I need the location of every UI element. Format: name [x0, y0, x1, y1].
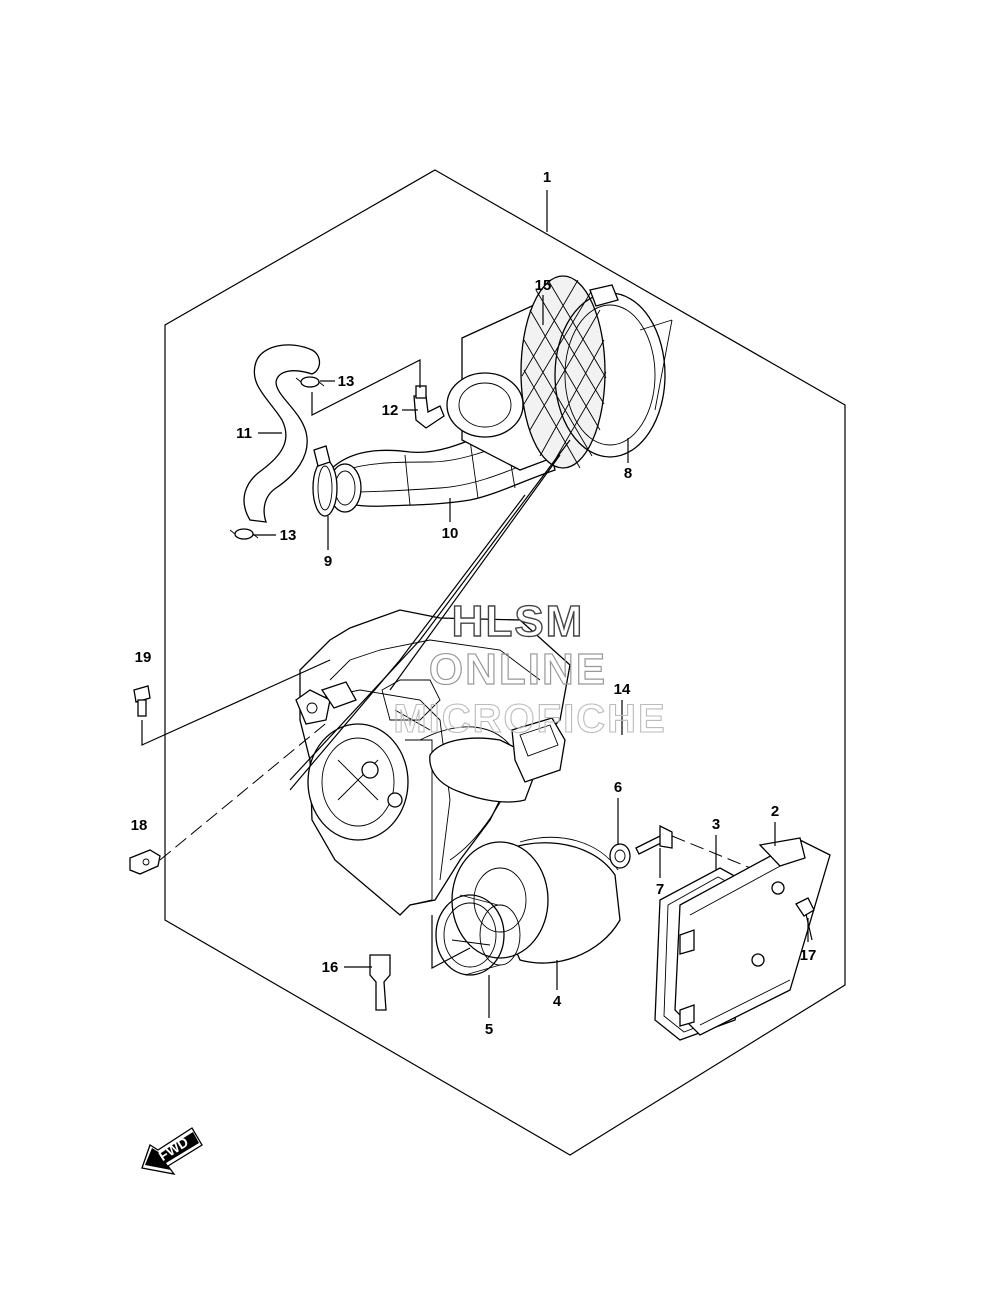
callout-7: 7	[656, 881, 664, 898]
callout-9: 9	[324, 553, 332, 570]
callout-13-lower: 13	[280, 527, 297, 544]
callout-2: 2	[771, 803, 779, 820]
callout-16: 16	[322, 959, 339, 976]
callout-4: 4	[553, 993, 562, 1010]
fitting-12	[413, 385, 445, 429]
callouts: 1 2 3 4 5 6 7 8 9 10 11 12 13 13 14 15 1…	[131, 169, 817, 1038]
hose-11	[243, 344, 321, 523]
leader-duct-to-case-2	[289, 439, 571, 781]
callout-11: 11	[236, 425, 252, 442]
callout-5: 5	[485, 1021, 493, 1038]
intake-boot-14	[429, 717, 566, 803]
callout-19: 19	[135, 649, 152, 666]
callout-3: 3	[712, 816, 720, 833]
screen-15	[520, 275, 607, 469]
leader-5-bracket	[431, 915, 471, 969]
wing-bolt-7	[635, 824, 673, 855]
callout-14: 14	[614, 681, 631, 698]
drain-plug-16	[369, 954, 391, 1011]
watermark-line-3: MICROFICHE	[393, 697, 666, 741]
clip-13-upper	[295, 376, 325, 388]
screw-17	[795, 897, 815, 941]
filter-element-4	[451, 836, 621, 964]
callout-13-upper: 13	[338, 373, 355, 390]
clamp-9	[312, 445, 338, 517]
leader-duct-to-case	[289, 494, 526, 791]
washer-6	[609, 843, 631, 869]
cover-ring-8	[554, 284, 673, 458]
watermark-line-2: ONLINE	[429, 645, 607, 694]
leader-19	[141, 659, 331, 746]
fwd-arrow: FWD	[141, 1127, 203, 1175]
leader-screen-to-case	[389, 454, 561, 691]
callout-8: 8	[624, 465, 632, 482]
watermark: HLSM ONLINE MICROFICHE	[393, 596, 666, 741]
callout-1: 1	[543, 169, 551, 186]
callout-15: 15	[535, 277, 552, 294]
cover-2	[674, 837, 831, 1036]
callout-6: 6	[614, 779, 622, 796]
bolt-19	[133, 685, 151, 717]
callout-18: 18	[131, 817, 148, 834]
watermark-line-1: HLSM	[452, 597, 585, 646]
callout-17: 17	[800, 947, 817, 964]
filter-cage-5	[435, 894, 521, 976]
callout-10: 10	[442, 525, 459, 542]
assembly-outline	[164, 169, 846, 1156]
clip-18	[129, 849, 161, 875]
callout-12: 12	[382, 402, 399, 419]
leader-18	[159, 719, 331, 861]
leader-12-13	[311, 359, 421, 416]
clip-13-lower	[229, 528, 259, 540]
